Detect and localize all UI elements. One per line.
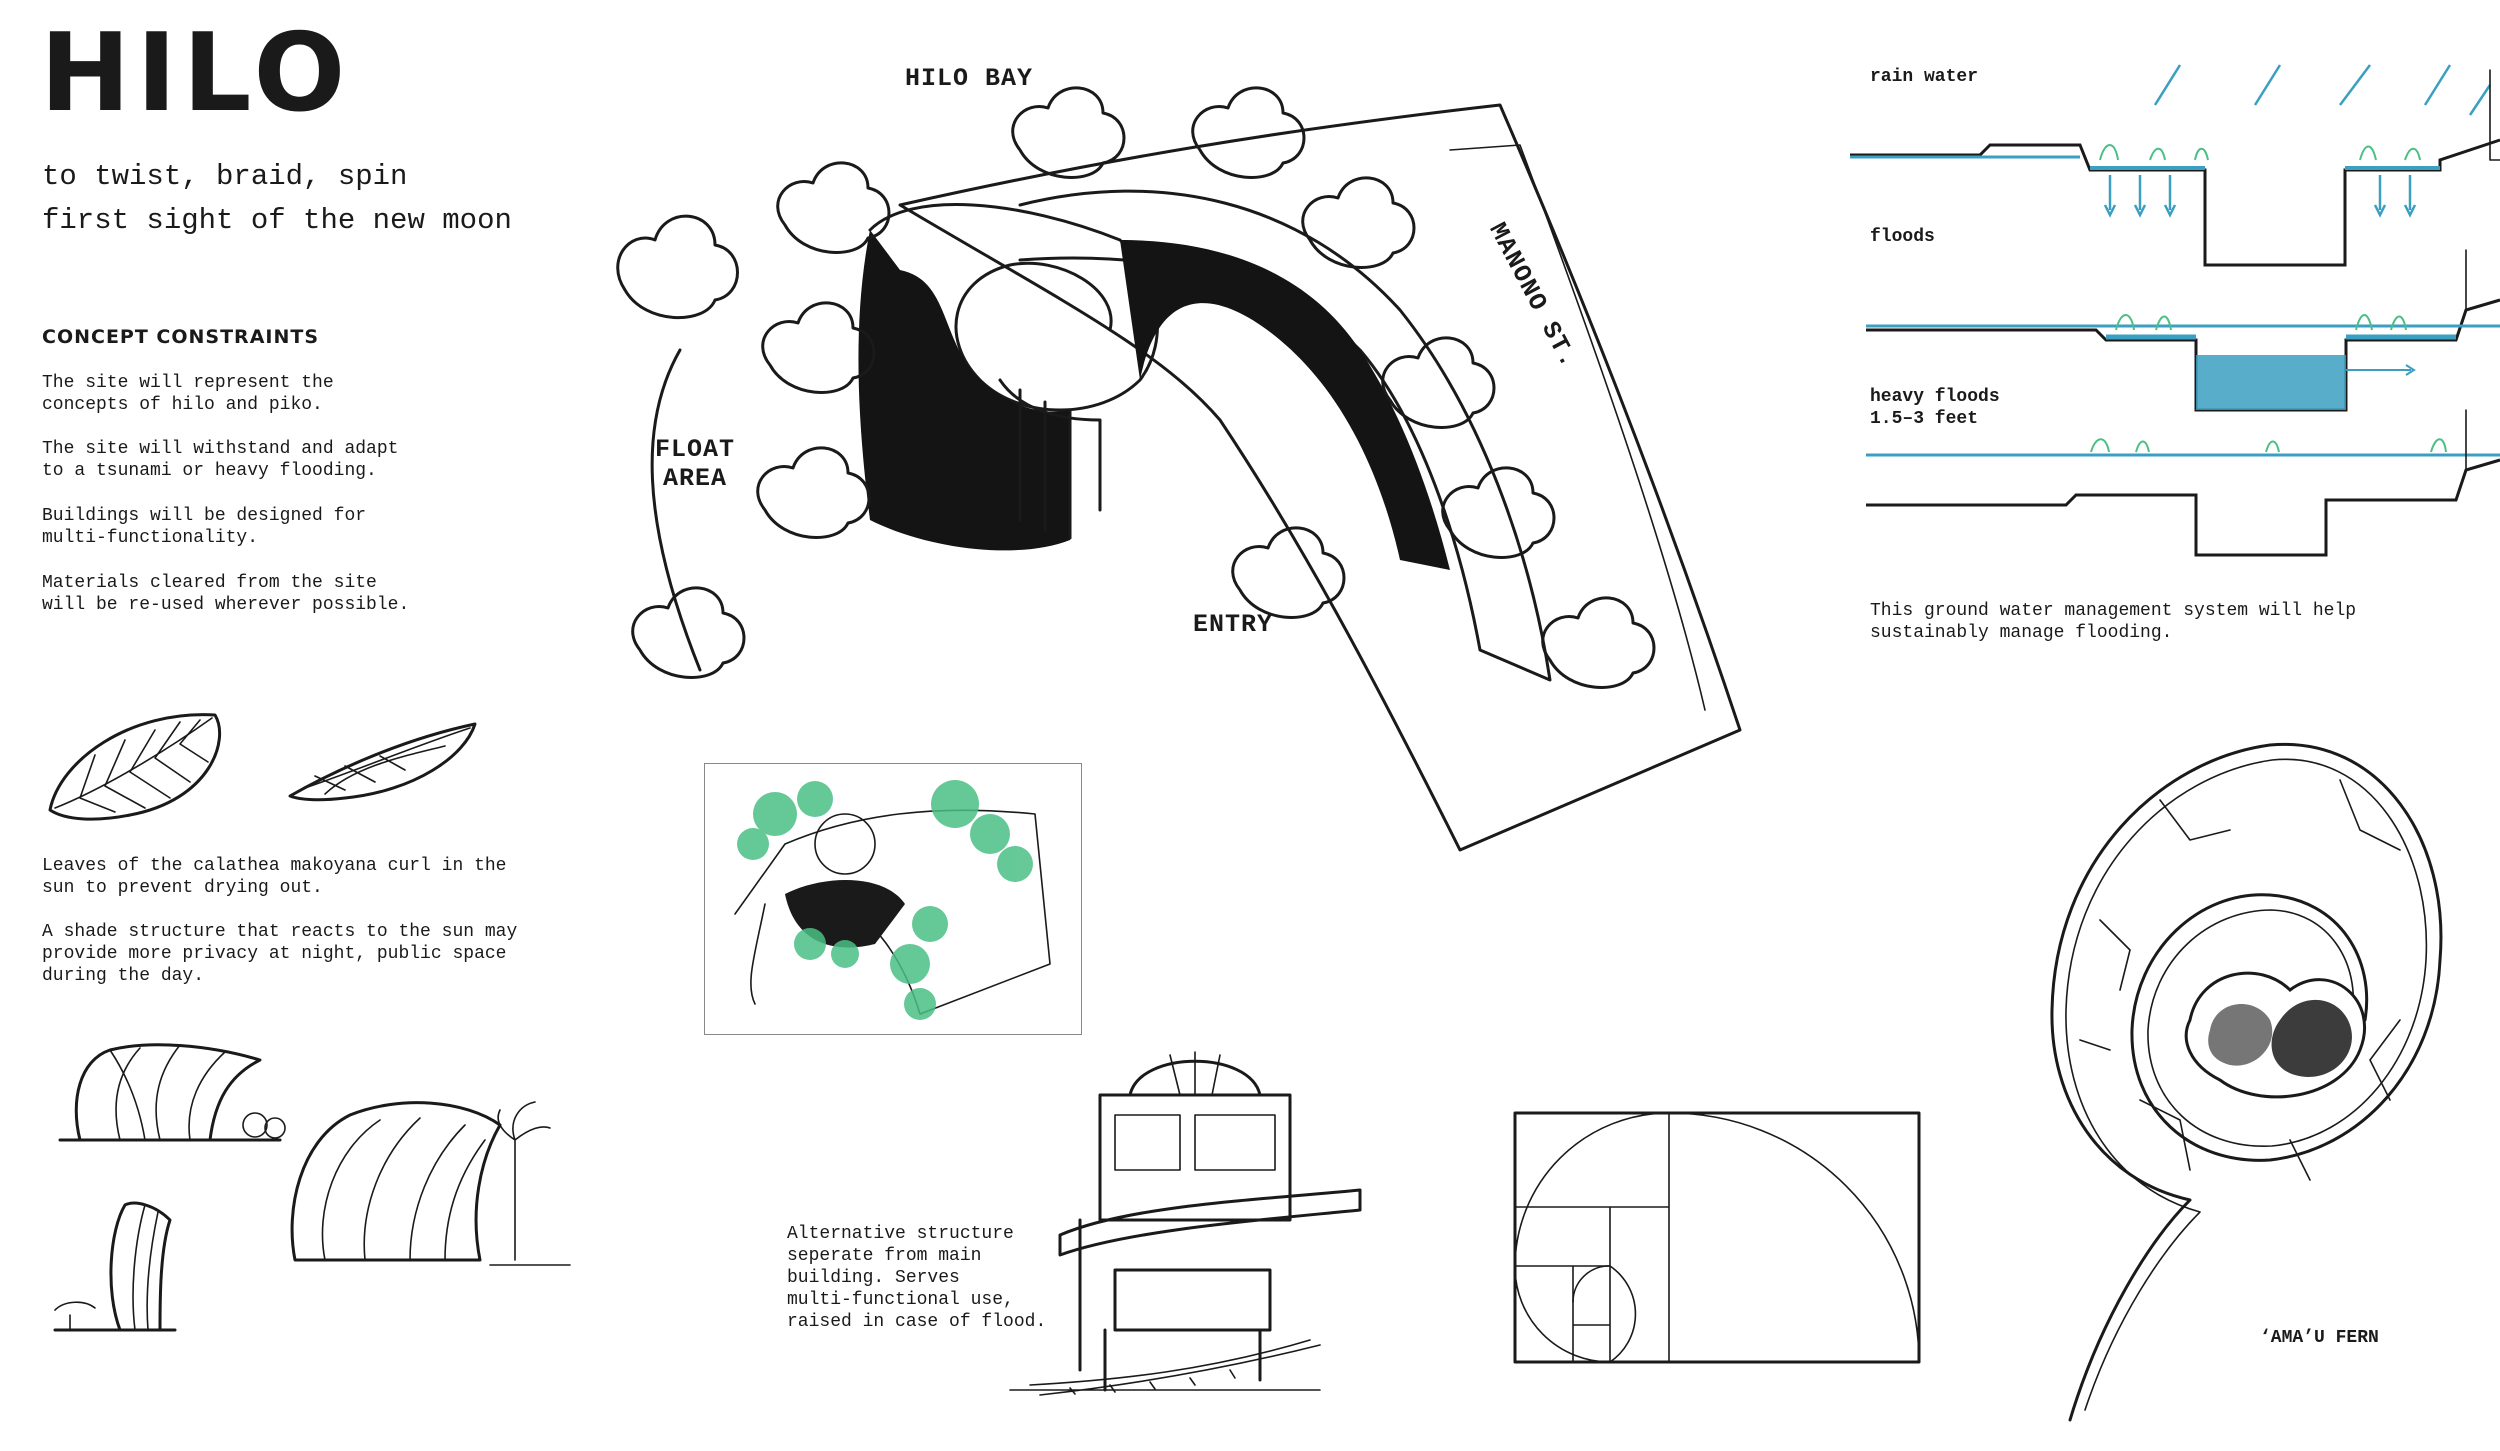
alternative-structure-sketch — [1009, 1051, 1362, 1396]
hilo-bay-label: HILO BAY — [905, 64, 1034, 93]
subtitle-line-2: first sight of the new moon — [42, 204, 512, 237]
shade-structure-sketch-3 — [290, 1101, 571, 1266]
heavy-floods-label: heavy floods 1.5–3 feet — [1870, 387, 2000, 429]
site-plan-thumbnail — [704, 763, 1082, 1035]
page-title: HILO — [40, 11, 352, 136]
golden-spiral-diagram — [1513, 1111, 1921, 1364]
water-system-caption: This ground water management system will… — [1870, 601, 2357, 643]
alternative-structure-caption: Alternative structure seperate from main… — [787, 1224, 1047, 1332]
water-diagram-heavy-floods — [1866, 409, 2500, 557]
water-diagram-floods — [1866, 249, 2500, 412]
float-area-label: FLOAT AREA — [655, 435, 736, 493]
floods-label: floods — [1870, 227, 1935, 247]
leaf-sketch-open — [48, 713, 222, 821]
entry-label: ENTRY — [1193, 610, 1274, 639]
water-diagram-rain — [1850, 64, 2500, 267]
amau-fern-sketch — [2050, 742, 2443, 1422]
thumbnail-drawing — [734, 780, 1051, 1020]
rain-water-label: rain water — [1870, 67, 1979, 87]
subtitle-line-1: to twist, braid, spin — [42, 160, 408, 193]
concept-item: The site will withstand and adapt to a t… — [42, 439, 399, 481]
amau-fern-label: ‘AMA’U FERN — [2260, 1328, 2379, 1348]
concept-item: Buildings will be designed for multi-fun… — [42, 506, 367, 548]
shade-structure-sketch-2 — [53, 1201, 177, 1332]
shade-caption: A shade structure that reacts to the sun… — [42, 922, 518, 986]
leaf-sketch-curled — [288, 722, 477, 802]
shade-structure-sketch-1 — [58, 1043, 286, 1142]
concept-heading: CONCEPT CONSTRAINTS — [42, 326, 320, 348]
leaves-caption: Leaves of the calathea makoyana curl in … — [42, 856, 507, 898]
concept-item: The site will represent the concepts of … — [42, 373, 334, 415]
site-plan-sketch — [616, 86, 1742, 852]
concept-item: Materials cleared from the site will be … — [42, 573, 410, 615]
